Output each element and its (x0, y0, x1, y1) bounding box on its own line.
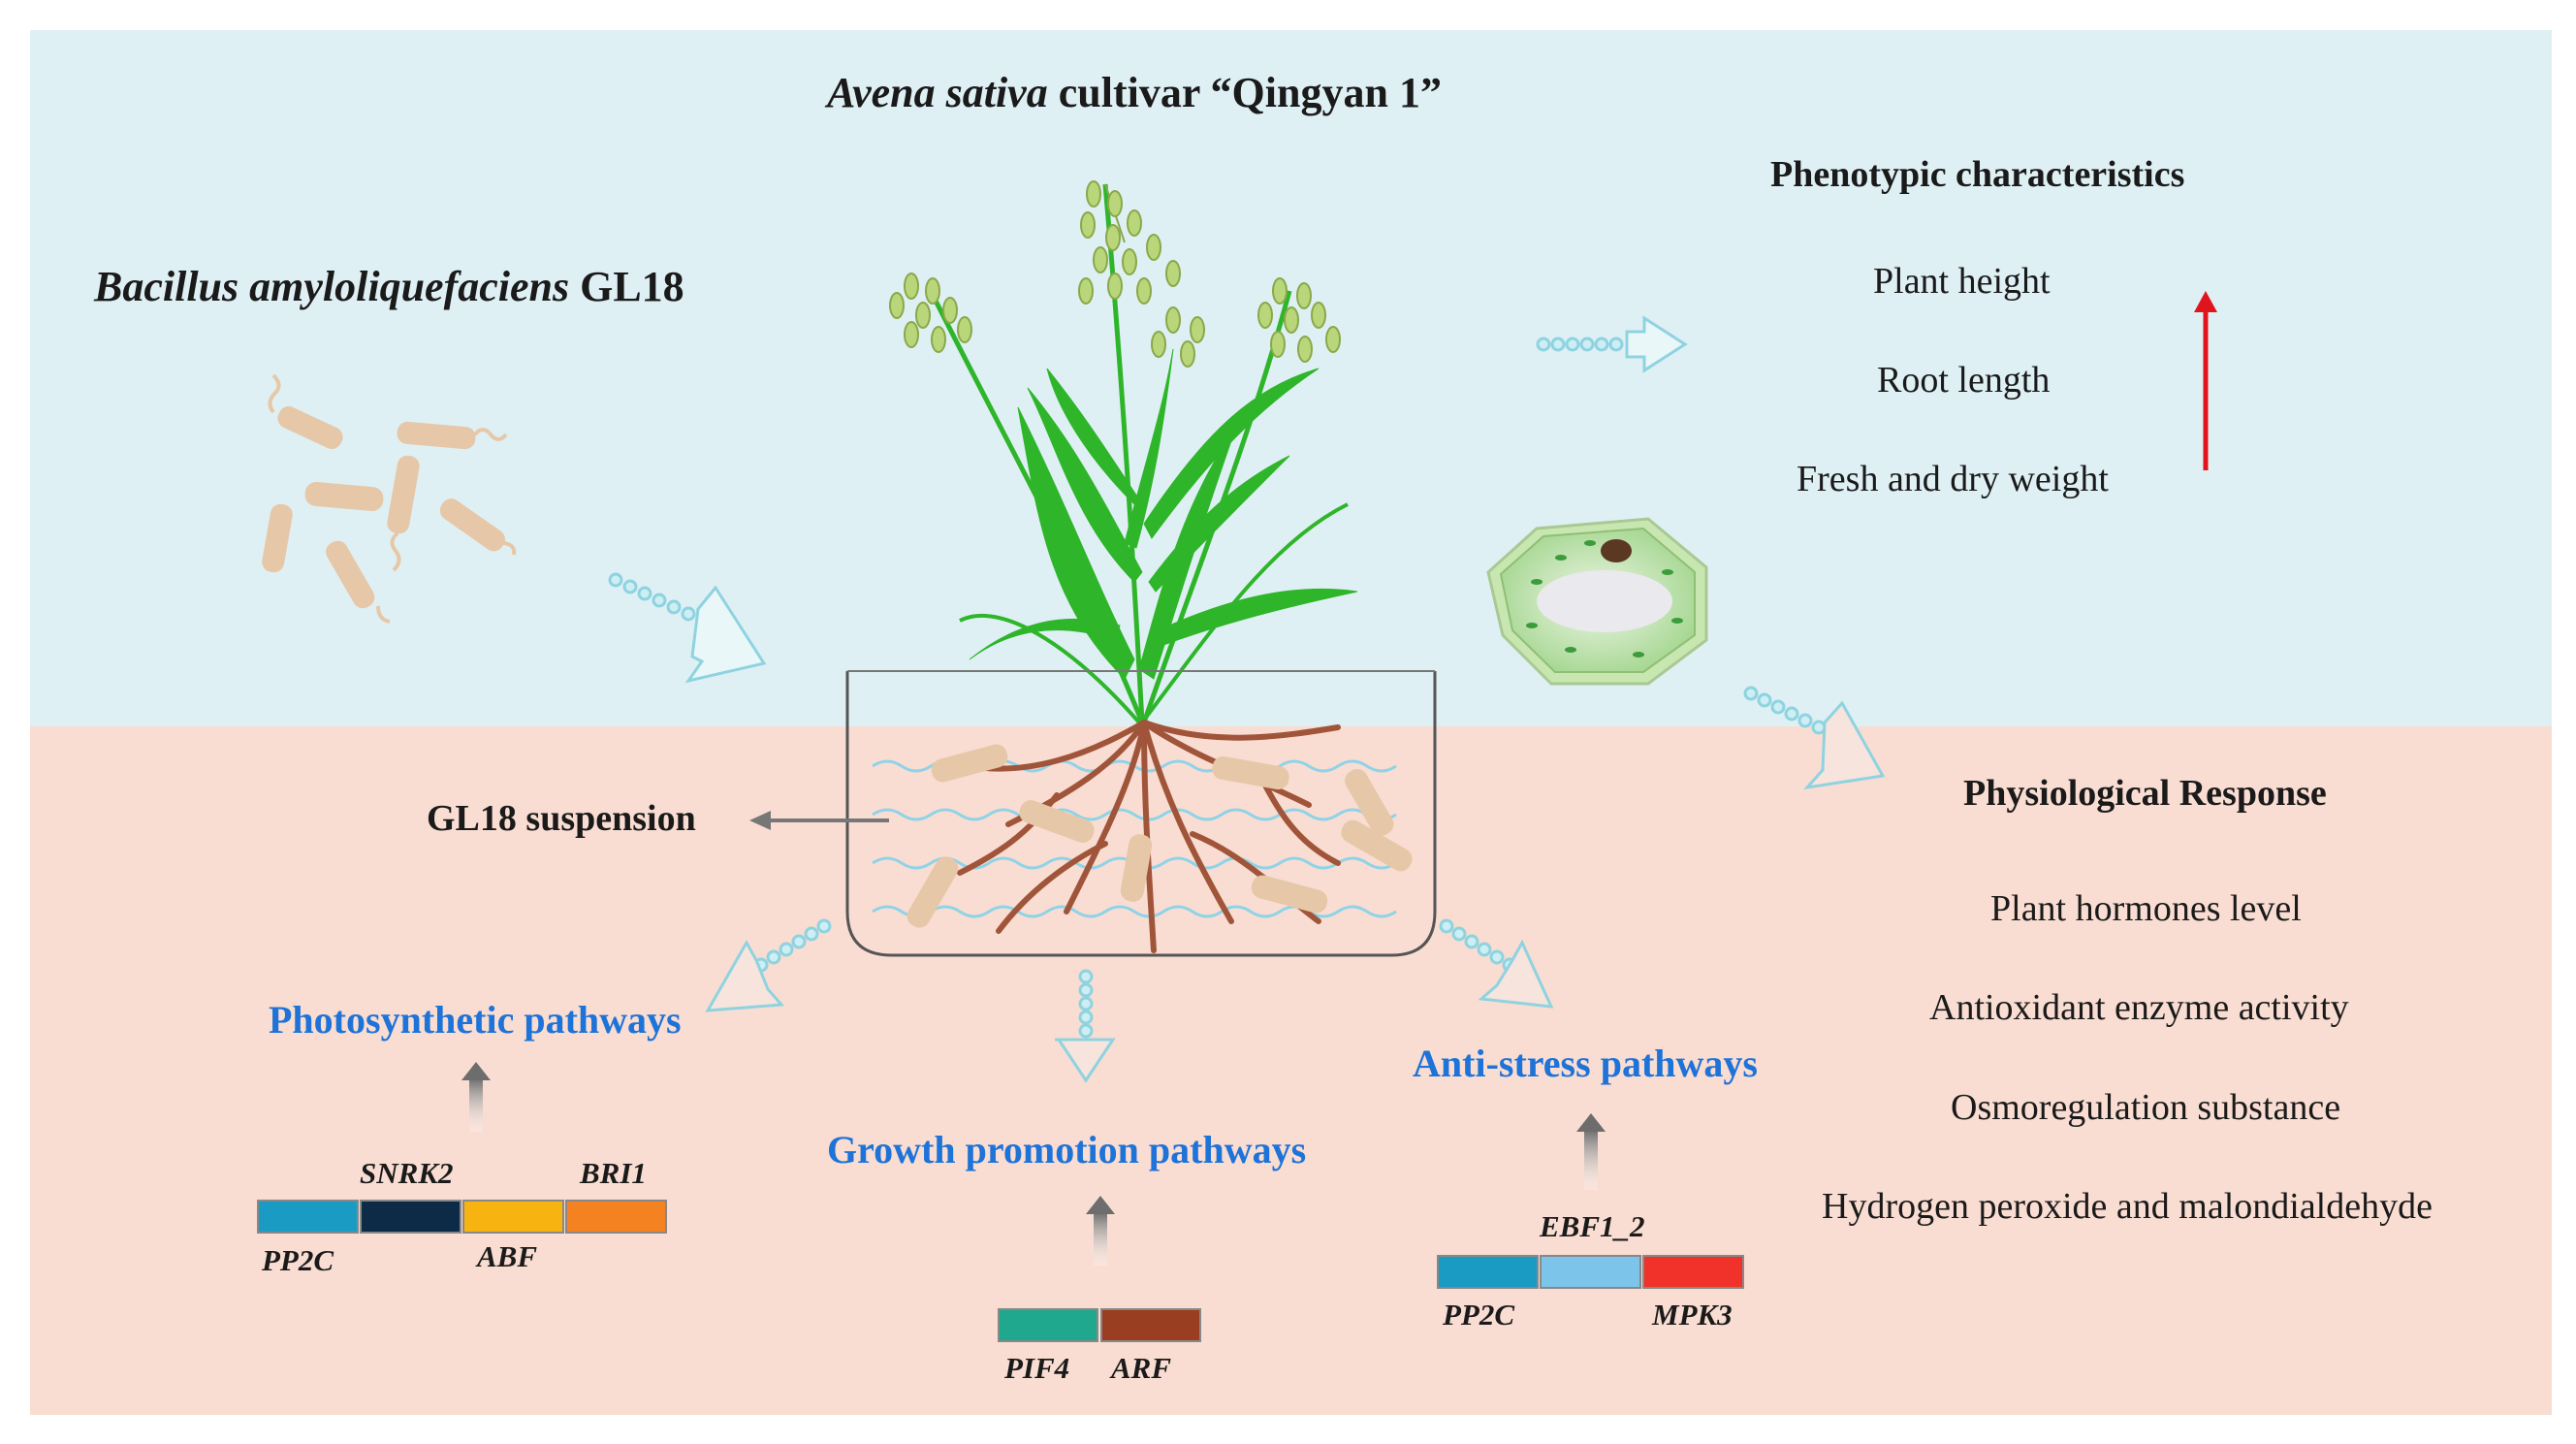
gene-label-abf: ABF (477, 1239, 538, 1273)
diagram-title: Avena sativa cultivar “Qingyan 1” (827, 68, 1442, 117)
gene-bar-segment-bri1 (565, 1200, 667, 1234)
gene-label-mpk3: MPK3 (1652, 1298, 1733, 1332)
physiological-item-h2o2-mda: Hydrogen peroxide and malondialdehyde (1822, 1186, 2433, 1227)
oat-panicle-icons (889, 180, 1341, 368)
flow-arrow-bacteria-to-pot (608, 572, 767, 684)
bacillus-strain: GL18 (569, 263, 684, 310)
growth-up-arrow-icon (1086, 1196, 1115, 1266)
suspension-pointer-arrow (749, 811, 889, 830)
phenotypic-title: Phenotypic characteristics (1770, 154, 2185, 195)
gene-label-pif4: PIF4 (1004, 1351, 1070, 1385)
gene-label-bri1: BRI1 (580, 1156, 647, 1190)
flow-arrow-to-growth (1055, 969, 1116, 1083)
gene-label-snrk2: SNRK2 (360, 1156, 454, 1190)
gene-bar-segment-pif4 (998, 1308, 1098, 1342)
suspension-label: GL18 suspension (427, 798, 696, 839)
bacteria-in-water-icons (906, 744, 1413, 928)
increase-arrow-icon (2194, 291, 2217, 470)
bottom-panel-background (30, 726, 2552, 1415)
title-species: Avena sativa (827, 69, 1048, 116)
gene-bar-segment-mpk3 (1642, 1255, 1744, 1289)
phenotypic-item-plant-height: Plant height (1873, 261, 2051, 302)
physiological-item-hormones: Plant hormones level (1990, 888, 2302, 929)
gene-label-pp2c: PP2C (262, 1243, 334, 1277)
flow-arrow-to-photosynthetic (705, 918, 832, 1012)
bacillus-label: Bacillus amyloliquefaciens GL18 (94, 262, 684, 311)
flow-arrow-to-antistress (1439, 918, 1554, 1009)
gene-bar-segment-snrk2 (360, 1200, 461, 1234)
bacteria-cluster-icon (262, 373, 517, 624)
gene-label-pp2c-antistress: PP2C (1443, 1298, 1515, 1332)
plant-cell-icon (1486, 517, 1708, 686)
antistress-pathways-title: Anti-stress pathways (1413, 1042, 1758, 1085)
phenotypic-item-root-length: Root length (1877, 360, 2051, 401)
gene-label-ebf1-2: EBF1_2 (1540, 1209, 1645, 1243)
physiological-item-osmoregulation: Osmoregulation substance (1951, 1087, 2341, 1128)
oat-plant-icon (928, 183, 1358, 724)
gene-bar-segment-ebf1-2 (1540, 1255, 1641, 1289)
flow-arrow-plant-to-phenotype (1536, 315, 1688, 373)
photosynthetic-pathways-title: Photosynthetic pathways (269, 998, 682, 1042)
photosynthetic-gene-bar (257, 1200, 667, 1234)
title-cultivar: cultivar “Qingyan 1” (1047, 69, 1442, 116)
bacillus-species: Bacillus amyloliquefaciens (94, 263, 570, 310)
phenotypic-item-weight: Fresh and dry weight (1797, 459, 2109, 499)
gene-bar-segment-arf (1100, 1308, 1201, 1342)
growth-pathways-title: Growth promotion pathways (827, 1128, 1307, 1171)
roots-icon (957, 720, 1341, 953)
gene-label-arf: ARF (1111, 1351, 1172, 1385)
gene-bar-segment-pp2c (257, 1200, 359, 1234)
growth-gene-bar (998, 1308, 1201, 1342)
gene-bar-segment-abf (462, 1200, 564, 1234)
antistress-gene-bar (1437, 1255, 1744, 1289)
physiological-title: Physiological Response (1963, 773, 2327, 814)
suspension-container-icon (845, 670, 1437, 957)
antistress-up-arrow-icon (1576, 1113, 1606, 1190)
gene-bar-segment-pp2c-2 (1437, 1255, 1539, 1289)
physiological-item-antioxidant: Antioxidant enzyme activity (1929, 987, 2349, 1028)
flow-arrow-cell-to-physiology (1743, 686, 1886, 790)
photosynthetic-up-arrow-icon (461, 1062, 491, 1132)
